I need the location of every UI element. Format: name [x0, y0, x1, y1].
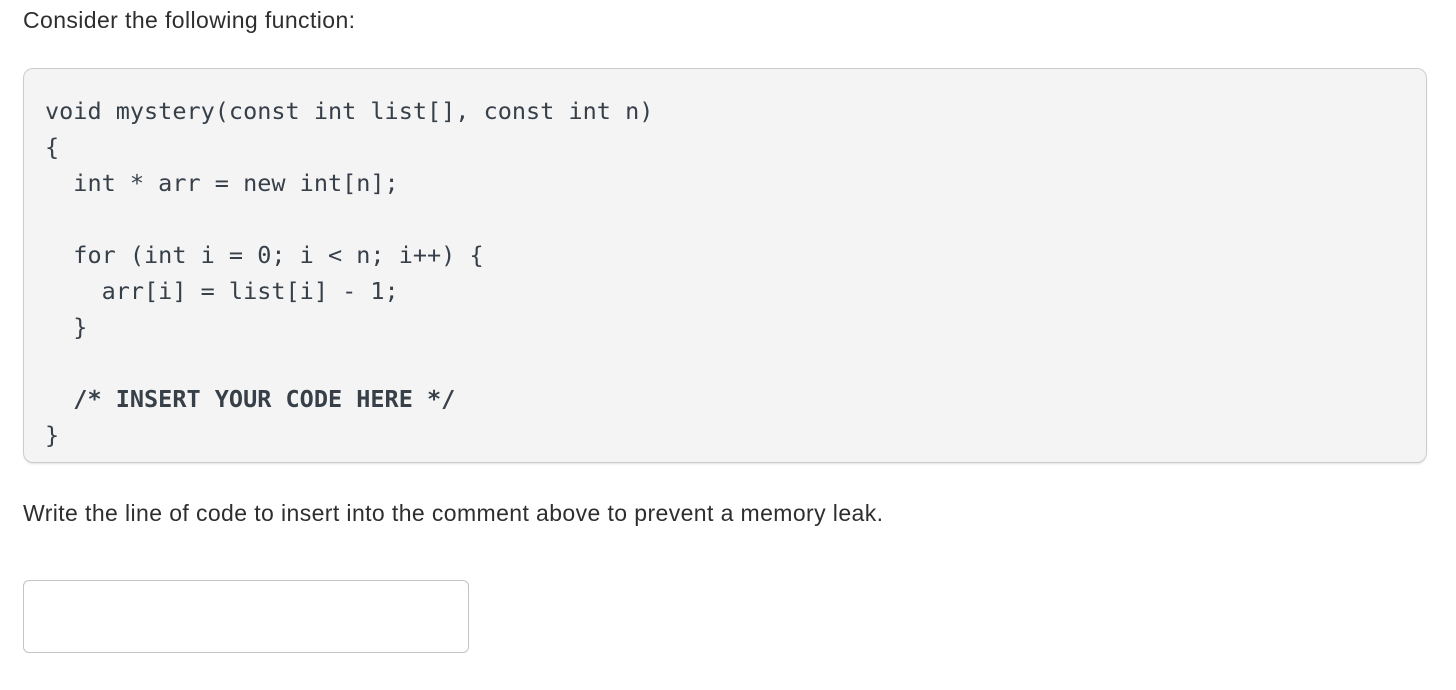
code-line: } — [45, 421, 60, 449]
code-line: for (int i = 0; i < n; i++) { — [45, 241, 484, 269]
code-line: void mystery(const int list[], const int… — [45, 97, 654, 125]
answer-input[interactable] — [23, 580, 469, 653]
code-block: void mystery(const int list[], const int… — [23, 68, 1427, 463]
question-text: Write the line of code to insert into th… — [23, 500, 884, 526]
code-line: /* INSERT YOUR CODE HERE */ — [45, 385, 456, 413]
code-line — [45, 201, 1406, 237]
code-line: { — [45, 133, 60, 161]
code-line — [45, 345, 1406, 381]
code-line: arr[i] = list[i] - 1; — [45, 277, 399, 305]
code-line: int * arr = new int[n]; — [45, 169, 399, 197]
intro-text: Consider the following function: — [23, 7, 356, 33]
code-line: } — [45, 313, 88, 341]
